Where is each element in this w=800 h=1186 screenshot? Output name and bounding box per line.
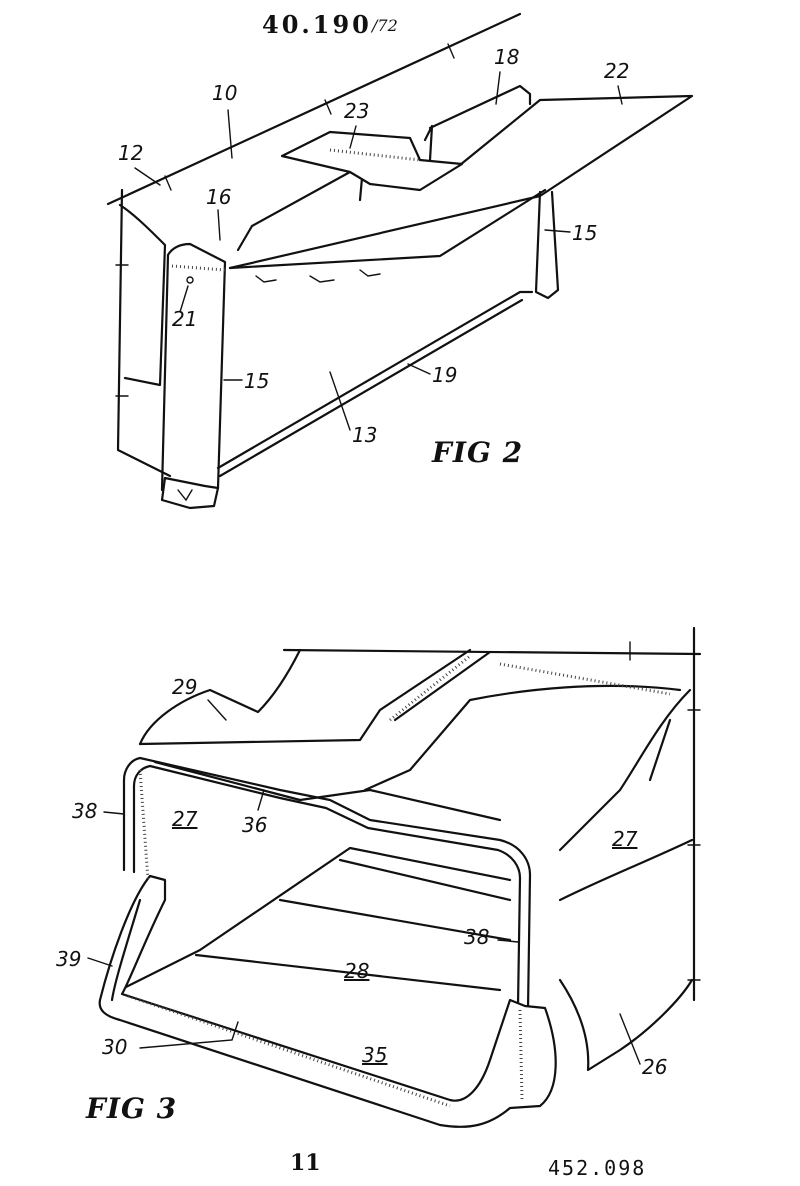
ref-label: 38 [464,925,489,949]
ref-label: 23 [344,99,369,123]
ref-label: 12 [118,141,143,165]
ref-label: 13 [352,423,377,447]
ref-label: 18 [494,45,519,69]
ref-label: 28 [344,959,369,983]
ref-label: 27 [612,827,638,851]
ref-label: 10 [212,81,237,105]
figure-2-label: FIG 2 [432,436,524,469]
ref-label: 35 [362,1043,387,1067]
figure-3-label: FIG 3 [86,1092,178,1125]
ref-label: 19 [432,363,457,387]
figure-3-drawing: 29 38 27 36 27 39 38 28 30 35 26 [56,626,702,1128]
document-number: 452.098 [548,1156,647,1180]
ref-label: 26 [642,1055,667,1079]
ref-label: 15 [572,221,597,245]
figure-2-drawing: 10 12 16 18 22 23 15 21 15 19 13 [106,12,694,510]
ref-label: 39 [56,947,81,971]
ref-label: 22 [604,59,629,83]
header-suffix: /72 [372,16,398,35]
ref-label: 29 [172,675,197,699]
ref-label: 21 [172,307,197,331]
ref-label: 15 [244,369,269,393]
header-number: 40.190 [262,10,372,39]
page-number: 11 [290,1150,321,1176]
ref-label: 38 [72,799,97,823]
ref-label: 16 [206,185,231,209]
ref-label: 36 [242,813,267,837]
ref-label: 30 [102,1035,127,1059]
ref-label: 27 [172,807,198,831]
